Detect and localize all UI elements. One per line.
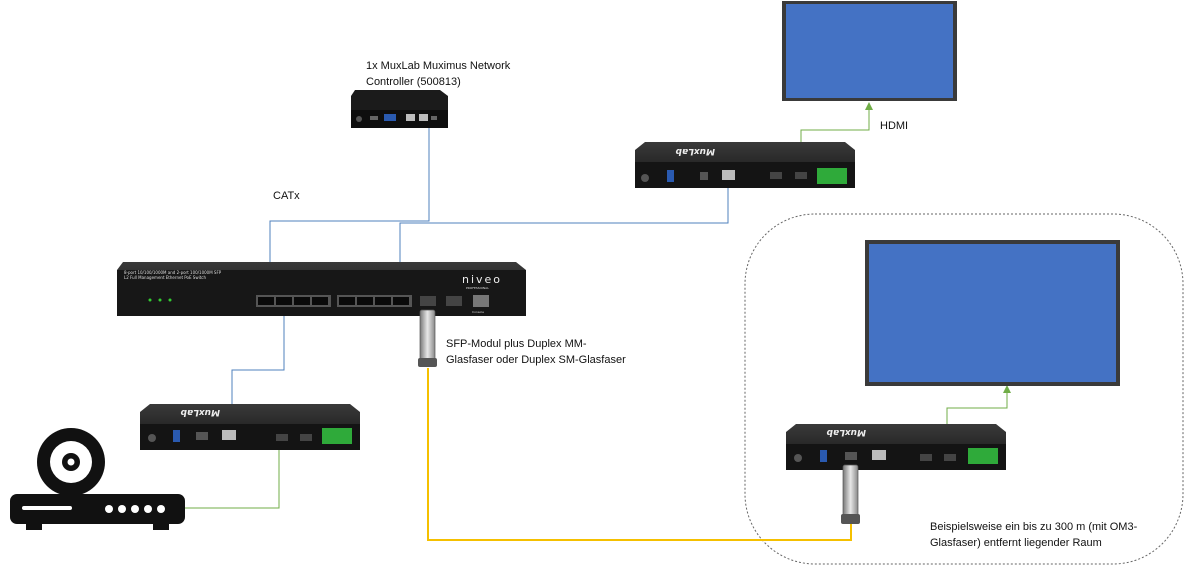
svg-text:MuxLab: MuxLab	[826, 427, 866, 437]
hdmi-cable-source	[185, 447, 280, 509]
transmitter-device: MuxLab	[140, 404, 360, 450]
switch-brand: niveo	[462, 273, 502, 286]
sfp-fiber-label: SFP-Modul plus Duplex MM- Glasfaser oder…	[446, 338, 626, 366]
display-1	[782, 1, 957, 101]
hdmi-label: HDMI	[880, 120, 909, 132]
svg-text:8-port 10/100/1000M and 2-port: 8-port 10/100/1000M and 2-port 100/1000M…	[124, 270, 222, 275]
svg-text:Console: Console	[472, 310, 484, 314]
dvd-player-icon	[10, 428, 185, 530]
catx-label: CATx	[273, 190, 300, 202]
svg-text:L2 Full Management Ethernet Po: L2 Full Management Ethernet PoE Switch	[124, 275, 206, 280]
sfp-module-switch	[418, 309, 437, 367]
remote-room-label: Beispielsweise ein bis zu 300 m (mit OM3…	[930, 521, 1138, 549]
fiber-cable	[427, 368, 852, 541]
display-2	[865, 240, 1120, 386]
catx-cable-tx	[231, 303, 285, 433]
controller-label: 1x MuxLab Muximus Network Controller (50…	[366, 60, 511, 88]
svg-text:PROFESSIONAL: PROFESSIONAL	[466, 286, 489, 290]
svg-text:MuxLab: MuxLab	[180, 407, 220, 417]
network-switch: 8-port 10/100/1000M and 2-port 100/1000M…	[117, 262, 526, 316]
sfp-module-remote	[841, 464, 860, 524]
receiver-device-1: MuxLab	[635, 142, 855, 188]
svg-text:MuxLab: MuxLab	[675, 146, 715, 156]
network-controller	[351, 90, 448, 128]
remote-room-boundary	[744, 213, 1184, 565]
receiver-device-2: MuxLab	[786, 424, 1006, 470]
